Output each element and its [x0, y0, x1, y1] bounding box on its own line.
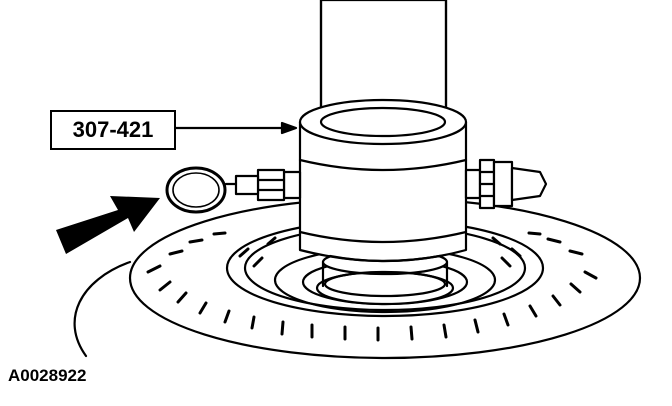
- left-fitting: [224, 168, 302, 202]
- tool-number-label: 307-421: [50, 110, 176, 150]
- tool-number-text: 307-421: [72, 117, 154, 142]
- shaft: [319, 0, 448, 120]
- leader-arrow: [174, 121, 298, 135]
- figure-id-label: A0028922: [8, 366, 87, 385]
- right-fitting: [464, 158, 548, 210]
- filled-arrow-icon: [56, 196, 160, 254]
- figure-leader: [73, 260, 132, 358]
- tool-body: [298, 98, 468, 263]
- disc-slots: [146, 231, 598, 342]
- pull-ring: [165, 166, 227, 214]
